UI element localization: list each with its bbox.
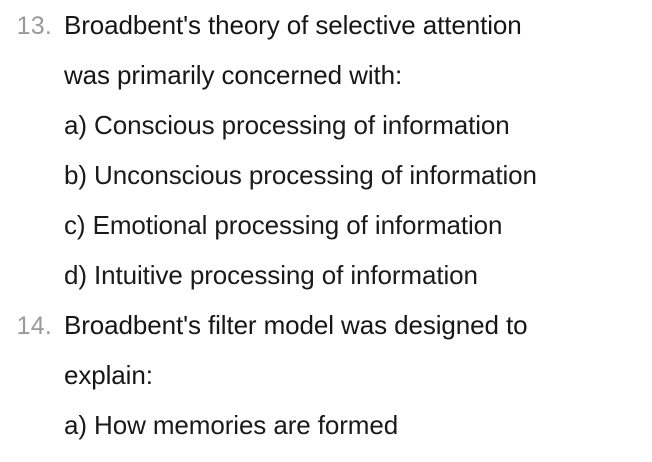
question-stem-line: 14. Broadbent's filter model was designe… (0, 300, 652, 350)
option-label: d) Intuitive processing of information (64, 260, 478, 290)
option-label: a) How memories are formed (64, 410, 399, 440)
question-stem-line: 13. Broadbent's theory of selective atte… (0, 0, 652, 50)
option-a[interactable]: a) How memories are formed (0, 400, 652, 450)
option-label: b) Unconscious processing of information (64, 160, 537, 190)
option-d[interactable]: d) Intuitive processing of information (0, 250, 652, 300)
question-stem-text: was primarily concerned with: (64, 60, 403, 90)
question-stem-line: explain: (0, 350, 652, 400)
question-block: 14. Broadbent's filter model was designe… (0, 300, 652, 450)
question-stem-text: Broadbent's filter model was designed to (64, 310, 528, 340)
option-a[interactable]: a) Conscious processing of information (0, 100, 652, 150)
question-stem-text: explain: (64, 360, 153, 390)
question-number: 13. (16, 12, 52, 40)
question-stem-line: was primarily concerned with: (0, 50, 652, 100)
question-block: 13. Broadbent's theory of selective atte… (0, 0, 652, 300)
question-number: 14. (16, 312, 52, 340)
option-label: c) Emotional processing of information (64, 210, 503, 240)
option-label: a) Conscious processing of information (64, 110, 510, 140)
question-stem-text: Broadbent's theory of selective attentio… (64, 10, 522, 40)
option-c[interactable]: c) Emotional processing of information (0, 200, 652, 250)
option-b[interactable]: b) Unconscious processing of information (0, 150, 652, 200)
